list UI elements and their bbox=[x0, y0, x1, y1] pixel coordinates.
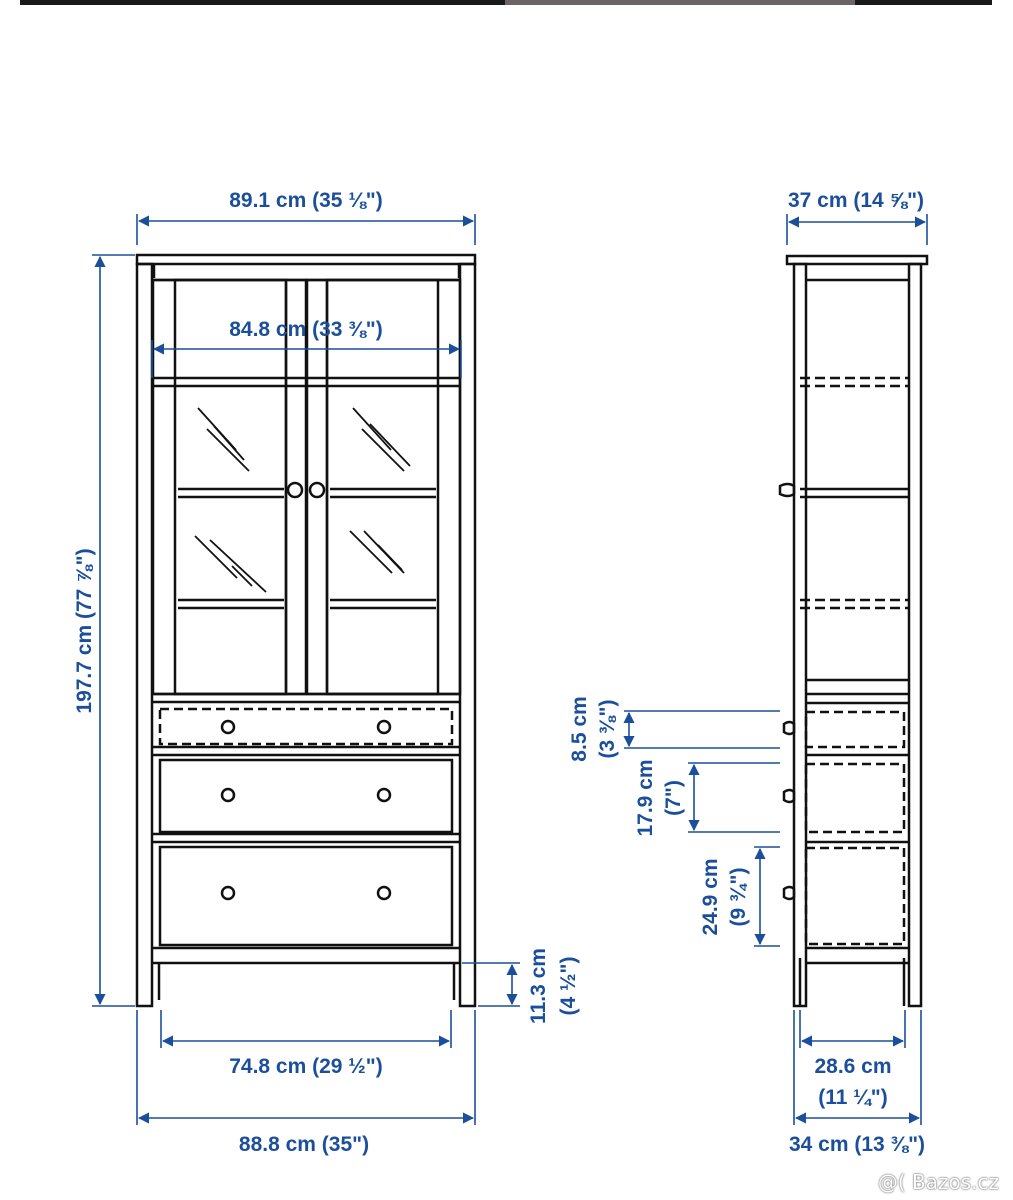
drawer2-height-in-label: (7") bbox=[662, 780, 685, 816]
front-drawer-1 bbox=[158, 707, 454, 746]
left-door-knob bbox=[286, 481, 304, 499]
side-front-post bbox=[792, 262, 808, 1008]
right-door-frame bbox=[325, 278, 440, 696]
side-top-board bbox=[785, 254, 929, 266]
top-photo-fragment bbox=[505, 0, 855, 5]
drawer2-height-cm-label: 17.9 cm bbox=[634, 759, 657, 836]
front-inner-width-label: 84.8 cm (33 ⅜") bbox=[229, 318, 383, 341]
side-base-depth-label: 34 cm (13 ⅜") bbox=[789, 1133, 925, 1156]
drawer3-height-cm-label: 24.9 cm bbox=[699, 858, 722, 935]
left-door-frame bbox=[173, 278, 288, 696]
front-top-board bbox=[135, 253, 477, 266]
dimension-lines bbox=[92, 214, 928, 1125]
right-door-knob bbox=[308, 481, 326, 499]
side-inner-depth-cm-label: 28.6 cm bbox=[814, 1055, 891, 1078]
front-base-width-label: 88.8 cm (35") bbox=[239, 1133, 369, 1156]
side-back-post bbox=[907, 262, 923, 1008]
front-view-cabinet bbox=[135, 253, 477, 1008]
front-overall-height-label: 197.7 cm (77 ⅞") bbox=[73, 548, 96, 713]
front-left-post bbox=[135, 262, 154, 1008]
front-drawer-3 bbox=[158, 845, 454, 947]
leg-height-in-label: (4 ½") bbox=[557, 957, 580, 1016]
front-inner-base-width-label: 74.8 cm (29 ½") bbox=[229, 1055, 383, 1078]
front-right-post bbox=[458, 262, 477, 1008]
side-inner-depth-in-label: (11 ¼") bbox=[818, 1086, 888, 1109]
front-overall-width-label: 89.1 cm (35 ⅛") bbox=[229, 189, 383, 212]
drawer1-height-in-label: (3 ⅜") bbox=[596, 700, 619, 759]
side-top-depth-label: 37 cm (14 ⅝") bbox=[788, 189, 924, 212]
drawer3-height-in-label: (9 ¾") bbox=[727, 868, 750, 927]
front-drawer-2 bbox=[158, 758, 454, 834]
leg-height-cm-label: 11.3 cm bbox=[527, 948, 550, 1024]
side-view-cabinet bbox=[778, 254, 929, 1008]
drawer1-height-cm-label: 8.5 cm bbox=[568, 696, 591, 761]
bazos-watermark: @( Bazos.cz bbox=[877, 1170, 999, 1194]
